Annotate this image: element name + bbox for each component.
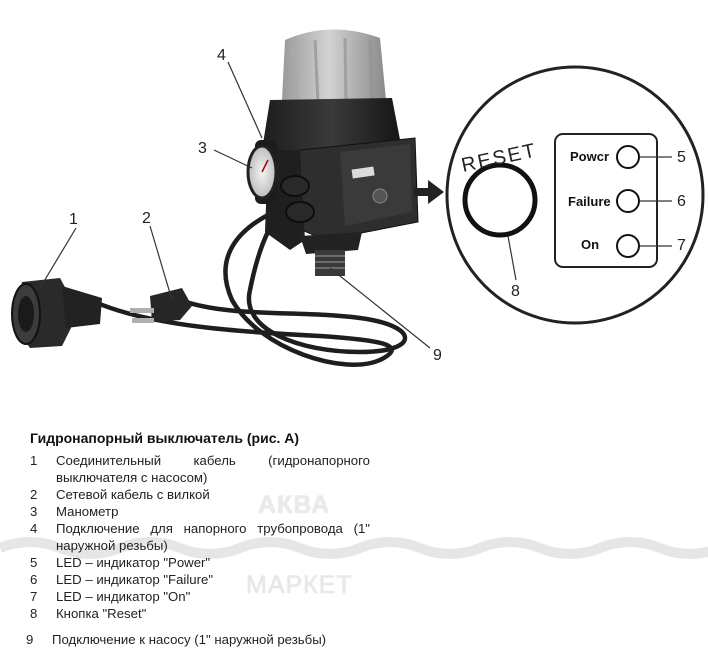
led-label-on: On (581, 237, 599, 252)
legend-title: Гидронапорный выключатель (рис. А) (30, 430, 300, 446)
legend-item-number: 3 (30, 504, 38, 519)
callout-7: 7 (677, 237, 686, 254)
legend-item-number: 4 (30, 521, 38, 536)
legend-item: 3 Манометр (30, 503, 370, 520)
legend-item-text: LED – индикатор "Power" (56, 555, 211, 570)
legend-item-text: LED – индикатор "Failure" (56, 572, 214, 587)
legend-item: 1 Соединительный кабель (гидронапорного в… (30, 452, 370, 486)
legend-item-text: LED – индикатор "On" (56, 589, 191, 604)
pressure-switch-body (262, 29, 419, 276)
legend-item-number: 7 (30, 589, 38, 604)
legend-item-text: Подключение для напорного трубопровода (… (56, 521, 370, 553)
legend-item-text: Кнопка "Reset" (56, 606, 147, 621)
led-on (616, 234, 640, 258)
callout-5: 5 (677, 149, 686, 166)
reset-button (462, 162, 538, 238)
legend-item-number: 2 (30, 487, 38, 502)
connection-cable-socket (11, 278, 102, 348)
legend-item-text: Манометр (56, 504, 119, 519)
zoom-arrow (414, 180, 444, 204)
legend-item-text: Подключение к насосу (1" наружной резьбы… (52, 632, 327, 647)
callout-2: 2 (142, 210, 151, 227)
legend-item-text: Соединительный кабель (гидронапорного вы… (56, 453, 370, 485)
led-label-power: Powcr (570, 149, 609, 164)
legend-item-number: 8 (30, 606, 38, 621)
legend-item-number: 1 (30, 453, 38, 468)
legend-item-number: 5 (30, 555, 38, 570)
power-cable (92, 187, 407, 367)
legend-item-number: 6 (30, 572, 38, 587)
callout-9: 9 (433, 347, 442, 364)
legend-item: 8 Кнопка "Reset" (30, 605, 370, 622)
led-failure (616, 189, 640, 213)
legend-item-text: Сетевой кабель с вилкой (56, 487, 210, 502)
led-label-failure: Failure (568, 194, 611, 209)
legend-item: 7 LED – индикатор "On" (30, 588, 370, 605)
callout-6: 6 (677, 193, 686, 210)
callout-4: 4 (217, 47, 226, 64)
watermark-wave (0, 537, 708, 559)
led-power (616, 145, 640, 169)
control-panel-detail: RESET Powcr Failure On (445, 65, 705, 325)
legend-item: 6 LED – индикатор "Failure" (30, 571, 370, 588)
legend-item: 5 LED – индикатор "Power" (30, 554, 370, 571)
callout-8: 8 (511, 283, 520, 300)
legend-item-number: 9 (26, 632, 34, 647)
callout-3: 3 (198, 140, 207, 157)
manometer (246, 140, 278, 204)
device-diagram: RESET Powcr Failure On 1 2 3 4 5 6 7 8 9 (11, 29, 705, 367)
legend-item: 2 Сетевой кабель с вилкой (30, 486, 370, 503)
legend-item: 9 Подключение к насосу (1" наружной резьб… (26, 631, 366, 648)
callout-1: 1 (69, 211, 78, 228)
legend-item: 4 Подключение для напорного трубопровода … (30, 520, 370, 554)
leader-lines (39, 61, 672, 349)
mains-plug (130, 288, 192, 323)
legend: Гидронапорный выключатель (рис. А) 1 Соед… (26, 430, 370, 648)
